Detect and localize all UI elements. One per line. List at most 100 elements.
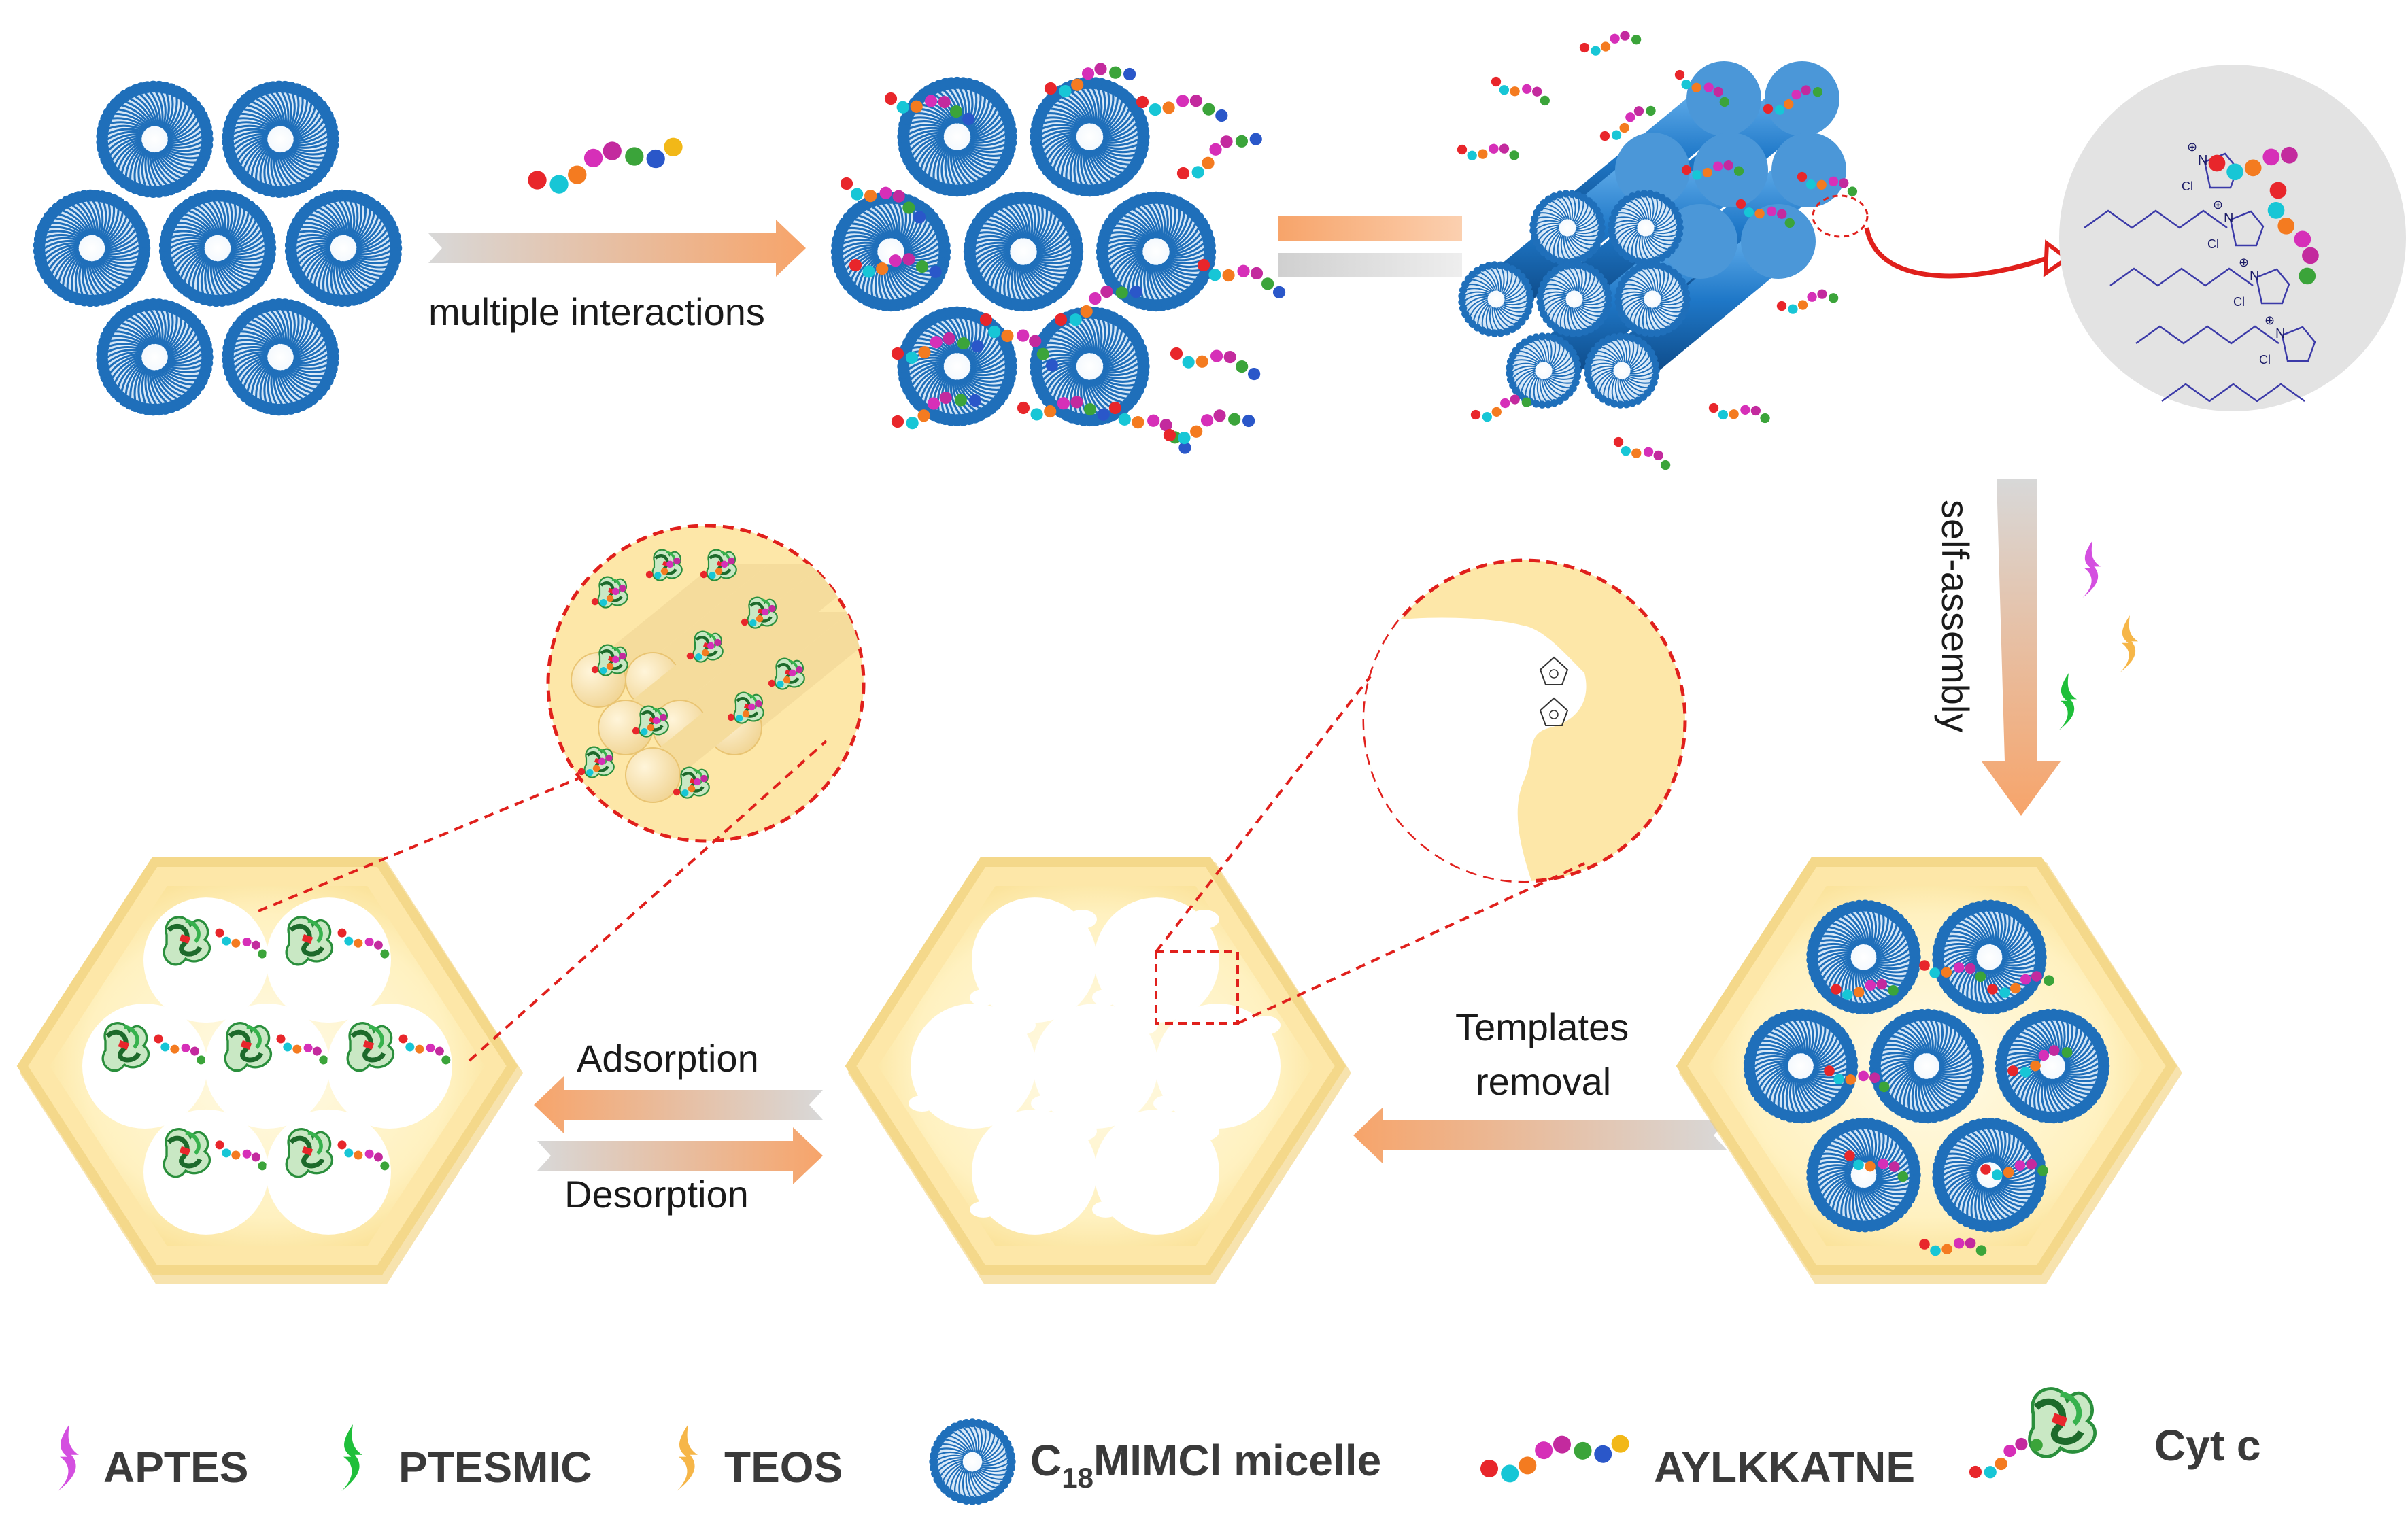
micelle bbox=[1096, 191, 1217, 312]
legend-teos-label: TEOS bbox=[724, 1443, 843, 1492]
peptide-chain bbox=[1163, 409, 1255, 445]
peptide-chain bbox=[673, 774, 708, 797]
peptide-chain bbox=[1797, 171, 1858, 196]
peptide-chain bbox=[1980, 1159, 2048, 1180]
pore bbox=[266, 897, 391, 1023]
process-arrows bbox=[428, 216, 2138, 1184]
peptide-chain bbox=[1579, 31, 1642, 56]
aptes-bolt bbox=[2082, 541, 2101, 598]
zoom-line bbox=[258, 777, 579, 912]
peptide-chain bbox=[2208, 146, 2298, 181]
peptide-chain bbox=[1470, 394, 1531, 422]
zoom-inset-loaded bbox=[546, 524, 866, 843]
pore bbox=[205, 1004, 330, 1129]
peptide-chain bbox=[1763, 85, 1823, 115]
legend-aptes-icon bbox=[58, 1424, 79, 1491]
peptide-chain bbox=[768, 666, 803, 688]
pore bbox=[972, 897, 1097, 1023]
peptide-chain bbox=[632, 713, 667, 736]
top-row-assembly: N⊕ClN⊕ClN⊕ClN⊕Cl bbox=[33, 31, 2406, 470]
peptide-chain bbox=[215, 1140, 267, 1171]
templates-removal-label-2: removal bbox=[1476, 1060, 1611, 1103]
micelle bbox=[96, 80, 214, 198]
micelle-end bbox=[1584, 332, 1660, 409]
cyt-c-protein bbox=[285, 916, 333, 966]
pore bbox=[911, 1004, 1036, 1129]
zoom-marker bbox=[1812, 194, 1869, 238]
peptide-chain bbox=[577, 754, 613, 776]
pore bbox=[1094, 1109, 1219, 1235]
adsorption-label: Adsorption bbox=[577, 1037, 759, 1080]
peptide-chain bbox=[215, 928, 267, 959]
zoom-line bbox=[468, 740, 828, 1062]
templates-removal-label-1: Templates bbox=[1455, 1006, 1629, 1048]
legend-micelle-subscript: 18 bbox=[1062, 1462, 1093, 1494]
molecule-n-label: N bbox=[2198, 153, 2207, 168]
micelle-end bbox=[1506, 332, 1582, 409]
peptide-chain bbox=[700, 557, 735, 579]
pore bbox=[1094, 897, 1219, 1023]
peptide-chain bbox=[1831, 978, 1899, 1000]
legend-micelle-prefix: C bbox=[1030, 1436, 1062, 1485]
molecule-n-label: N bbox=[2275, 326, 2285, 341]
peptide-chain bbox=[1844, 1150, 1909, 1182]
peptide-chain bbox=[891, 391, 981, 430]
molecule-n-label: N bbox=[2250, 269, 2259, 284]
peptide-chain bbox=[398, 1034, 451, 1065]
micelle-end bbox=[1458, 261, 1534, 337]
peptide-chain bbox=[1108, 401, 1191, 454]
micelle bbox=[158, 189, 277, 307]
micelle bbox=[830, 191, 951, 312]
peptide-chain bbox=[891, 332, 984, 364]
molecule-anion-label: Cl bbox=[2233, 295, 2245, 309]
legend-micelle-label: C18MIMCl micelle bbox=[1030, 1436, 1381, 1494]
peptide-chain bbox=[591, 584, 626, 606]
molecule-n-label: N bbox=[2224, 211, 2233, 226]
pore bbox=[143, 1109, 269, 1235]
peptide-chain bbox=[979, 313, 1059, 372]
peptide-chain bbox=[686, 638, 722, 661]
cyt-c-protein bbox=[163, 916, 211, 966]
hexagon-empty-pores bbox=[909, 897, 1281, 1235]
micelle bbox=[96, 298, 214, 416]
micelle bbox=[1932, 899, 2047, 1015]
zoom-insets bbox=[258, 524, 1687, 1062]
peptide-chain bbox=[1613, 436, 1671, 470]
peptide-chain bbox=[276, 1034, 328, 1065]
micelle-peptide-cluster bbox=[830, 63, 1286, 454]
peptide-chain bbox=[1170, 347, 1261, 381]
peptide-chain bbox=[727, 700, 762, 722]
micelle-end bbox=[1536, 261, 1612, 337]
zoom-line bbox=[1155, 675, 1372, 953]
micelle bbox=[1743, 1008, 1859, 1124]
pore bbox=[1155, 1004, 1281, 1129]
peptide-chain bbox=[1044, 63, 1136, 98]
hexagon-with-cyt-c bbox=[82, 897, 452, 1235]
molecule-cation-charge: ⊕ bbox=[2187, 140, 2197, 154]
pore bbox=[82, 1004, 207, 1129]
micelle bbox=[1995, 1008, 2110, 1124]
micelle bbox=[1869, 1008, 1984, 1124]
peptide-chain bbox=[1599, 105, 1656, 141]
peptide-chain bbox=[1491, 76, 1550, 106]
peptide-chain bbox=[337, 1140, 390, 1171]
micelle bbox=[897, 306, 1017, 427]
self-assembly-label: self-assembly bbox=[1934, 500, 1977, 732]
teos-bolt bbox=[2120, 615, 2138, 672]
zoom-inset-pore bbox=[1362, 558, 1687, 883]
micelle bbox=[897, 76, 1017, 197]
peptide-chain bbox=[1136, 95, 1228, 122]
legend-protein-icon bbox=[2028, 1387, 2097, 1458]
peptide-chain bbox=[884, 92, 975, 126]
micelle bbox=[1030, 306, 1150, 427]
pore bbox=[1033, 1004, 1158, 1129]
legend-protein-peptide bbox=[1969, 1437, 2043, 1479]
cyt-c-protein bbox=[285, 1128, 333, 1178]
molecule-anion-label: Cl bbox=[2182, 179, 2193, 193]
peptide-chain bbox=[1197, 258, 1286, 298]
bottom-row-hexagons bbox=[16, 857, 2182, 1284]
templates-removal-arrow bbox=[1353, 1107, 1727, 1164]
peptide-chain bbox=[1054, 285, 1142, 326]
legend-peptide-label: AYLKKATNE bbox=[1654, 1443, 1915, 1492]
peptide-chain bbox=[591, 652, 626, 674]
